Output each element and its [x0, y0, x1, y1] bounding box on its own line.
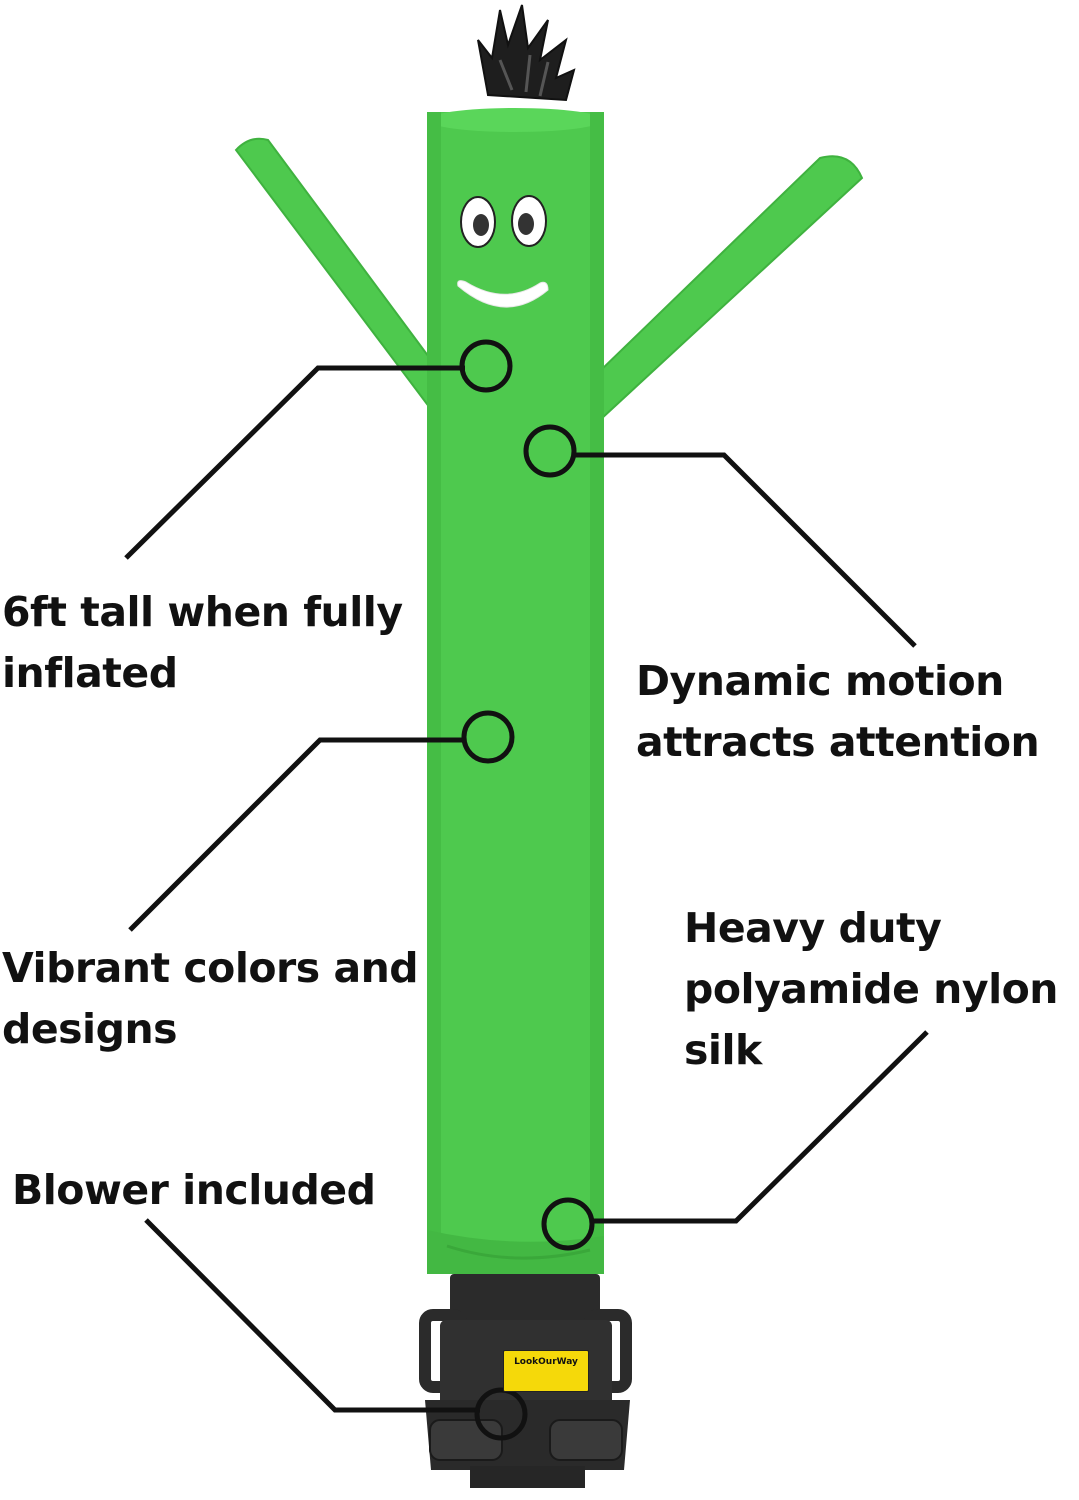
blower-unit [419, 1274, 632, 1488]
callout-colors-label: Vibrant colors and designs [2, 944, 419, 1053]
smiley-face [457, 195, 549, 308]
callout-blower-pointer [144, 1218, 528, 1441]
callout-fabric-label: Heavy duty polyamide nylon silk [684, 904, 1059, 1074]
brand-logo: LookOurWay [503, 1350, 589, 1392]
callout-colors-pointer [128, 710, 515, 932]
tube-body [427, 108, 604, 1274]
left-arm [234, 137, 442, 411]
right-arm [568, 155, 864, 422]
callout-height-pointer [124, 339, 513, 560]
callout-fabric-pointer [541, 1030, 929, 1251]
top-tassel [477, 4, 576, 102]
brand-logo-text: LookOurWay [514, 1357, 578, 1367]
callout-height-label: 6ft tall when fully inflated [2, 588, 403, 697]
callout-motion-label: Dynamic motion attracts attention [636, 657, 1040, 766]
callout-blower-label: Blower included [12, 1166, 376, 1214]
callout-motion-pointer [523, 424, 917, 648]
